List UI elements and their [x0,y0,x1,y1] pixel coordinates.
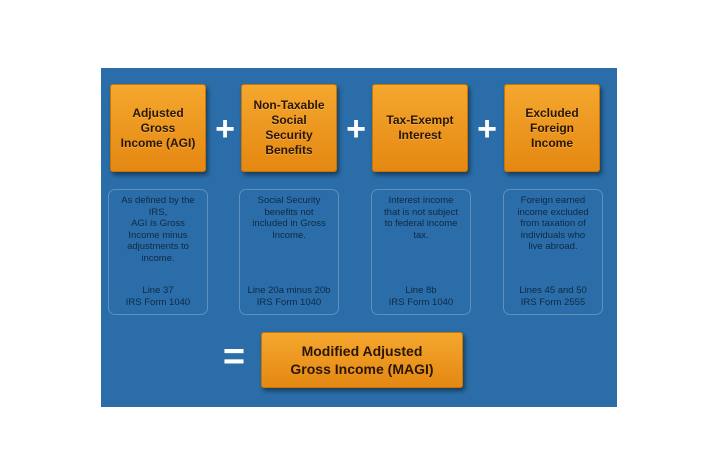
term-label-tax-exempt-interest: Tax-Exempt Interest [386,113,454,142]
note-reference: Line 37 IRS Form 1040 [125,285,191,308]
term-label-social-security: Non-Taxable Social Security Benefits [253,98,325,157]
magi-formula-panel: Adjusted Gross Income (AGI) + Non-Taxabl… [101,68,617,407]
term-box-foreign-income: Excluded Foreign Income [504,84,600,172]
plus-operator: + [215,110,235,148]
note-reference: Line 20a minus 20b IRS Form 1040 [247,285,331,308]
note-reference: Lines 45 and 50 IRS Form 2555 [519,285,587,308]
note-description: Interest income that is not subject to f… [384,195,458,241]
note-description: As defined by the IRS, AGI is Gross Inco… [121,195,195,264]
note-description: Social Security benefits not included in… [252,195,326,241]
term-box-tax-exempt-interest: Tax-Exempt Interest [372,84,468,172]
note-tax-exempt-interest: Interest income that is not subject to f… [371,189,471,315]
term-label-agi: Adjusted Gross Income (AGI) [120,105,196,150]
term-box-social-security: Non-Taxable Social Security Benefits [241,84,337,172]
note-foreign-income: Foreign earned income excluded from taxa… [503,189,603,315]
result-label-magi: Modified Adjusted Gross Income (MAGI) [290,343,434,377]
plus-operator: + [477,110,497,148]
note-reference: Line 8b IRS Form 1040 [388,285,454,308]
note-agi: As defined by the IRS, AGI is Gross Inco… [108,189,208,315]
note-description: Foreign earned income excluded from taxa… [517,195,589,252]
term-label-foreign-income: Excluded Foreign Income [525,105,579,150]
plus-operator: + [346,110,366,148]
equals-operator: = [222,336,246,378]
note-social-security: Social Security benefits not included in… [239,189,339,315]
term-box-agi: Adjusted Gross Income (AGI) [110,84,206,172]
result-box-magi: Modified Adjusted Gross Income (MAGI) [261,332,463,388]
